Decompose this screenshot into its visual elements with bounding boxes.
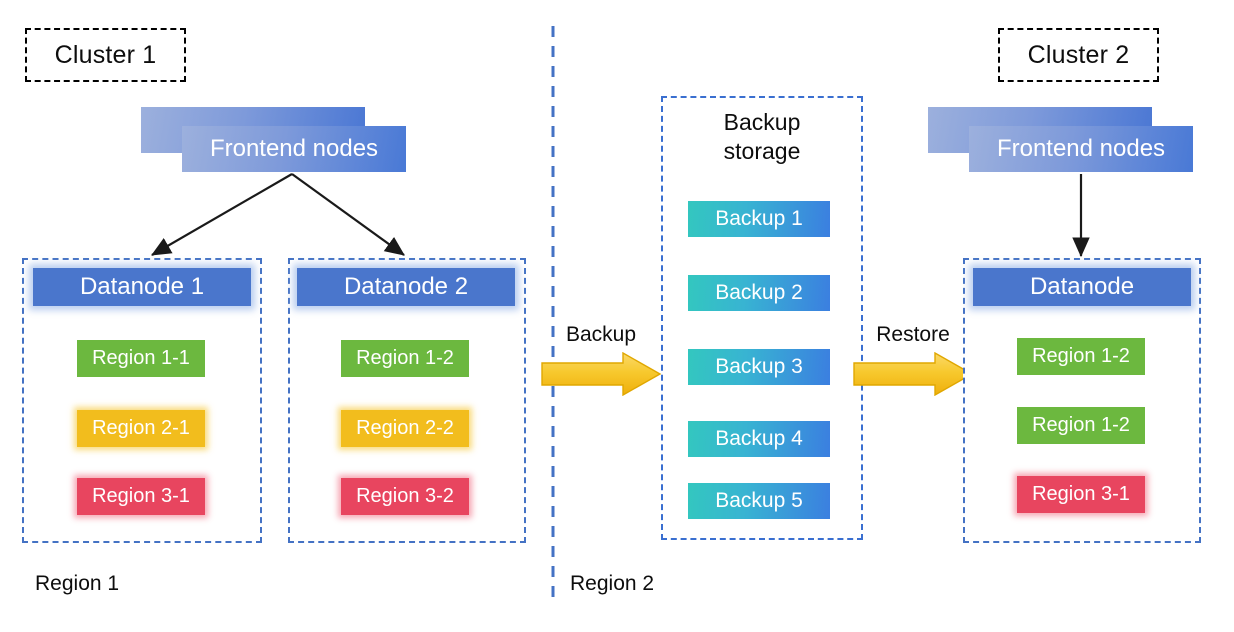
region-2-label: Region 2	[570, 572, 655, 595]
region-label: Region 3-1	[1032, 483, 1130, 505]
cluster-2-frontend-nodes[interactable]: Frontend nodes	[928, 107, 1194, 173]
region-chip[interactable]: Region 3-1	[1017, 476, 1145, 513]
cluster-1-label: Cluster 1	[54, 40, 157, 69]
backup-item[interactable]: Backup 2	[688, 275, 830, 311]
region-1-label: Region 1	[35, 572, 120, 595]
backup-item-label: Backup 1	[715, 207, 803, 230]
backup-item[interactable]: Backup 4	[688, 421, 830, 457]
backup-item-label: Backup 3	[715, 355, 803, 378]
region-chip[interactable]: Region 3-1	[77, 478, 205, 515]
backup-storage-title-line-2: storage	[723, 137, 801, 164]
cluster-2-datanode-header[interactable]: Datanode	[973, 268, 1191, 306]
cluster-1-label-box: Cluster 1	[25, 28, 186, 82]
region-label: Region 1-2	[1032, 345, 1130, 367]
datanode-2-header[interactable]: Datanode 2	[297, 268, 515, 306]
backup-storage-title: Backup storage	[661, 108, 863, 166]
backup-item[interactable]: Backup 3	[688, 349, 830, 385]
frontend-to-datanode-2-arrow	[291, 173, 405, 256]
datanode-2-title: Datanode 2	[343, 273, 469, 300]
backup-storage-title-line-1: Backup	[723, 109, 801, 135]
region-chip[interactable]: Region 1-2	[341, 340, 469, 377]
backup-item-label: Backup 2	[715, 281, 803, 304]
region-label: Region 2-2	[356, 417, 454, 439]
region-chip[interactable]: Region 2-1	[77, 410, 205, 447]
datanode-1-header[interactable]: Datanode 1	[33, 268, 251, 306]
cluster-2-label-box: Cluster 2	[998, 28, 1159, 82]
cluster-2-frontend-label: Frontend nodes	[996, 135, 1166, 162]
cluster-2-label: Cluster 2	[1027, 40, 1130, 69]
backup-item[interactable]: Backup 1	[688, 201, 830, 237]
backup-arrow-label: Backup	[565, 323, 637, 346]
backup-flow-arrow[interactable]: Backup	[541, 323, 662, 397]
region-chip[interactable]: Region 2-2	[341, 410, 469, 447]
restore-arrow-label: Restore	[876, 323, 950, 346]
backup-item-label: Backup 4	[715, 427, 803, 450]
region-label: Region 3-1	[92, 485, 190, 507]
backup-item-label: Backup 5	[715, 489, 803, 512]
frontend-to-datanode-1-arrow	[151, 173, 293, 256]
datanode-1-title: Datanode 1	[79, 273, 205, 300]
cluster-1-frontend-label: Frontend nodes	[209, 135, 379, 162]
restore-arrow-shape	[853, 351, 974, 397]
cluster-2-datanode-title: Datanode	[1029, 273, 1135, 300]
backup-storage-container	[661, 96, 863, 540]
backup-arrow-shape	[541, 351, 662, 397]
region-chip[interactable]: Region 1-2	[1017, 338, 1145, 375]
region-label: Region 3-2	[356, 485, 454, 507]
region-label: Region 1-2	[356, 347, 454, 369]
frontend-card-front: Frontend nodes	[969, 126, 1193, 172]
cluster-1-frontend-nodes[interactable]: Frontend nodes	[141, 107, 407, 173]
restore-flow-arrow[interactable]: Restore	[853, 323, 974, 397]
region-label: Region 1-1	[92, 347, 190, 369]
region-chip[interactable]: Region 3-2	[341, 478, 469, 515]
region-label: Region 1-2	[1032, 414, 1130, 436]
region-label: Region 2-1	[92, 417, 190, 439]
backup-item[interactable]: Backup 5	[688, 483, 830, 519]
frontend-card-front: Frontend nodes	[182, 126, 406, 172]
region-chip[interactable]: Region 1-1	[77, 340, 205, 377]
region-chip[interactable]: Region 1-2	[1017, 407, 1145, 444]
